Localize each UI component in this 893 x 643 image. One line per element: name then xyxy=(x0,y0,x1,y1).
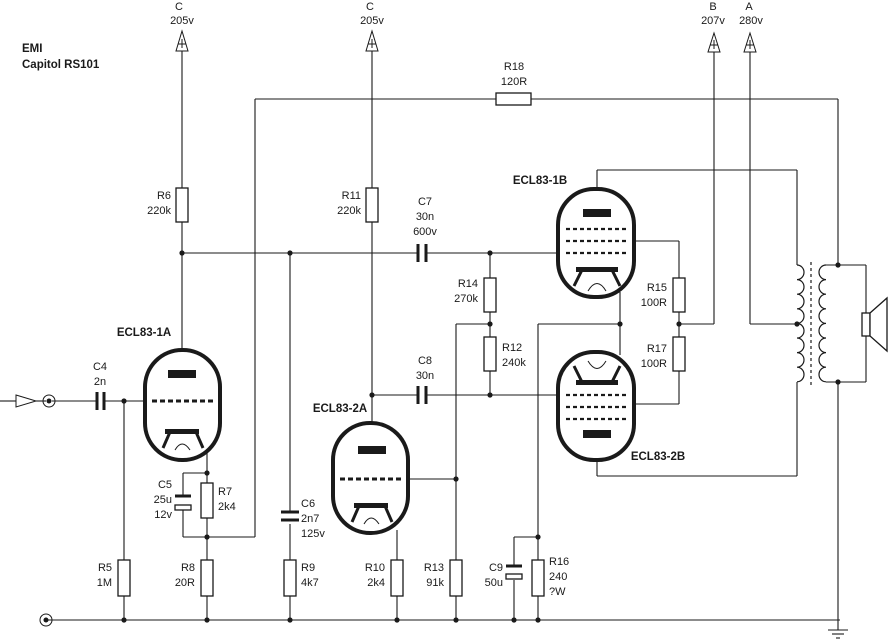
wiring xyxy=(0,51,867,630)
r6-name: R6 xyxy=(157,190,171,202)
resistor-r17: R17 100R xyxy=(641,336,686,372)
r12-value: 240k xyxy=(502,357,526,369)
rail-c1: C 205v xyxy=(170,1,194,52)
tube-v1b-label: ECL83-1B xyxy=(513,175,567,187)
r18-name: R18 xyxy=(504,61,524,73)
resistor-r6: R6 220k xyxy=(147,187,189,223)
capacitor-c4: C4 2n xyxy=(93,361,107,410)
capacitor-c8: C8 30n xyxy=(416,355,434,404)
c6-name: C6 xyxy=(301,498,315,510)
c5-name: C5 xyxy=(158,479,172,491)
rail-a-letter: A xyxy=(745,1,753,13)
c4-name: C4 xyxy=(93,361,107,373)
c6-value: 2n7 xyxy=(301,513,319,525)
r17-value: 100R xyxy=(641,358,667,370)
c9-value: 50u xyxy=(485,577,503,589)
capacitor-c9: C9 50u xyxy=(485,562,523,589)
output-transformer-icon xyxy=(796,262,827,385)
r15-name: R15 xyxy=(647,282,667,294)
title-line-2: Capitol RS101 xyxy=(22,59,100,71)
ground-jack-icon xyxy=(39,613,53,627)
c9-name: C9 xyxy=(489,562,503,574)
c7-voltage: 600v xyxy=(413,226,437,238)
rail-c2-voltage: 205v xyxy=(360,15,384,27)
r11-value: 220k xyxy=(337,205,361,217)
capacitor-c6: C6 2n7 125v xyxy=(281,498,325,540)
title-line-1: EMI xyxy=(22,43,42,55)
rail-arrow-icon xyxy=(175,29,189,52)
resistor-r13: R13 91k xyxy=(424,559,463,597)
tube-v2a: ECL83-2A xyxy=(313,403,410,535)
tube-v1b: ECL83-1B xyxy=(513,175,636,299)
input-arrow-icon xyxy=(15,394,38,408)
c8-name: C8 xyxy=(418,355,432,367)
capacitor-c5: C5 25u 12v xyxy=(154,479,192,521)
resistor-r12: R12 240k xyxy=(483,336,526,372)
rail-arrow-icon xyxy=(365,29,379,52)
r12-name: R12 xyxy=(502,342,522,354)
rail-c2: C 205v xyxy=(360,1,384,52)
r8-name: R8 xyxy=(181,562,195,574)
r13-name: R13 xyxy=(424,562,444,574)
rail-c2-letter: C xyxy=(366,1,374,13)
rail-c1-voltage: 205v xyxy=(170,15,194,27)
rail-arrow-icon xyxy=(743,31,757,53)
tube-v2b: ECL83-2B xyxy=(556,350,685,463)
rail-c1-letter: C xyxy=(175,1,183,13)
rail-a-voltage: 280v xyxy=(739,15,763,27)
r6-value: 220k xyxy=(147,205,171,217)
r9-value: 4k7 xyxy=(301,577,319,589)
r16-wattage: ?W xyxy=(549,586,566,598)
c4-value: 2n xyxy=(94,376,106,388)
resistor-r8: R8 20R xyxy=(175,559,214,597)
c7-name: C7 xyxy=(418,196,432,208)
r7-value: 2k4 xyxy=(218,501,236,513)
rail-arrow-icon xyxy=(707,31,721,53)
resistor-r7: R7 2k4 xyxy=(200,482,236,519)
r13-value: 91k xyxy=(426,577,444,589)
r17-name: R17 xyxy=(647,343,667,355)
tube-v1a-label: ECL83-1A xyxy=(117,327,171,339)
speaker-icon xyxy=(861,296,888,353)
tube-v1a: ECL83-1A xyxy=(117,327,222,462)
rail-b: B 207v xyxy=(701,1,725,53)
resistor-r5: R5 1M xyxy=(97,559,131,597)
tube-v2a-label: ECL83-2A xyxy=(313,403,367,415)
r9-name: R9 xyxy=(301,562,315,574)
resistor-r14: R14 270k xyxy=(454,277,497,313)
r14-name: R14 xyxy=(458,278,478,290)
resistor-r18: R18 120R xyxy=(495,61,532,106)
resistor-r10: R10 2k4 xyxy=(365,559,404,597)
rail-a: A 280v xyxy=(739,1,763,53)
rail-b-letter: B xyxy=(709,1,716,13)
junctions xyxy=(121,250,841,623)
c8-value: 30n xyxy=(416,370,434,382)
c5-voltage: 12v xyxy=(154,509,172,521)
ground-icon xyxy=(828,629,848,639)
tube-v2b-label: ECL83-2B xyxy=(631,451,685,463)
r7-name: R7 xyxy=(218,486,232,498)
r10-value: 2k4 xyxy=(367,577,385,589)
input-jack-icon xyxy=(42,394,56,408)
resistor-r9: R9 4k7 xyxy=(283,559,319,597)
r5-value: 1M xyxy=(97,577,112,589)
r18-value: 120R xyxy=(501,76,527,88)
resistor-r15: R15 100R xyxy=(641,277,686,313)
r16-name: R16 xyxy=(549,556,569,568)
r16-value: 240 xyxy=(549,571,567,583)
r5-name: R5 xyxy=(98,562,112,574)
r8-value: 20R xyxy=(175,577,195,589)
c7-value: 30n xyxy=(416,211,434,223)
c6-voltage: 125v xyxy=(301,528,325,540)
resistor-r11: R11 220k xyxy=(337,187,379,223)
r14-value: 270k xyxy=(454,293,478,305)
resistor-r16: R16 240 ?W xyxy=(531,556,569,598)
r11-name: R11 xyxy=(342,190,361,202)
r10-name: R10 xyxy=(365,562,385,574)
r15-value: 100R xyxy=(641,297,667,309)
capacitor-c7: C7 30n 600v xyxy=(413,196,437,262)
rail-b-voltage: 207v xyxy=(701,15,725,27)
c5-value: 25u xyxy=(154,494,172,506)
